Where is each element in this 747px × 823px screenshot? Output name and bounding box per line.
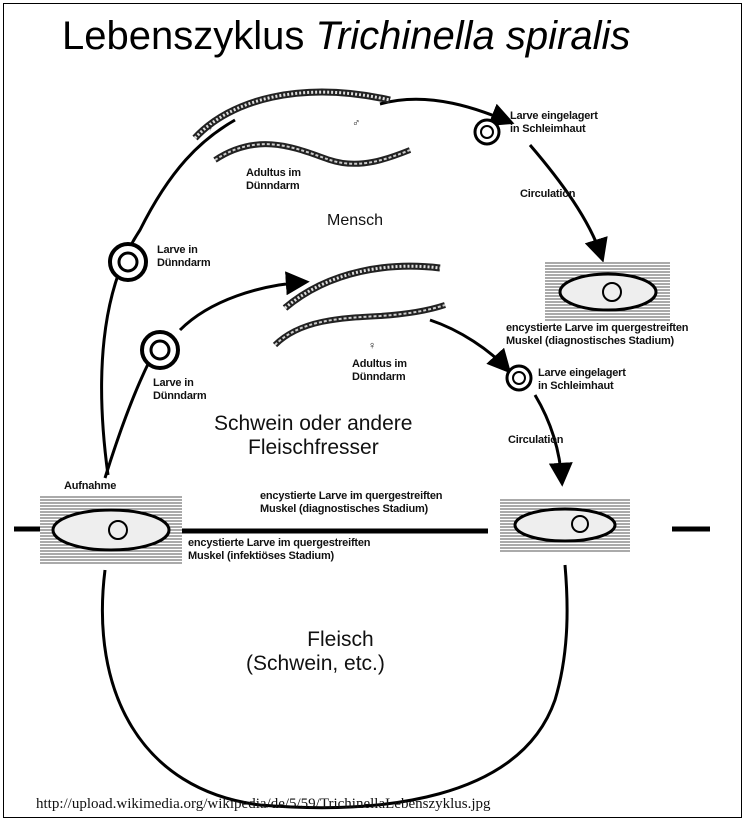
female-symbol-top: ♀ [206, 122, 214, 135]
larva-coil-top-right [475, 120, 499, 144]
muscle-cyst-left [40, 495, 182, 565]
source-url-caption: http://upload.wikimedia.org/wikipedia/de… [36, 796, 491, 813]
larva-coil-right-mid [507, 366, 531, 390]
top-right-arrow [380, 99, 510, 122]
meat-loop-curve [102, 565, 567, 808]
female-symbol-mid: ♀ [368, 340, 376, 353]
label-ingestion: Aufnahme [64, 480, 116, 493]
inner-loop-left [105, 360, 150, 478]
larva-coil-left-top [110, 244, 146, 280]
host-meat: Fleisch(Schwein, etc.) [246, 628, 385, 676]
larva-coil-left-mid [142, 332, 178, 368]
label-circulation-mid: Circulation [508, 434, 563, 447]
muscle-cyst-top-right [545, 262, 670, 322]
muscle-cyst-right-mid [500, 498, 630, 553]
host-human: Mensch [327, 212, 383, 230]
male-symbol-top: ♂ [352, 117, 360, 130]
inner-arrow-to-mucosa [430, 320, 508, 370]
adult-worms-mid [275, 266, 445, 345]
male-symbol-mid: ♂ [345, 268, 353, 281]
adult-worms-top [195, 92, 410, 164]
circulation-top-arrow [530, 145, 602, 258]
label-circulation-top: Circulation [520, 188, 575, 201]
